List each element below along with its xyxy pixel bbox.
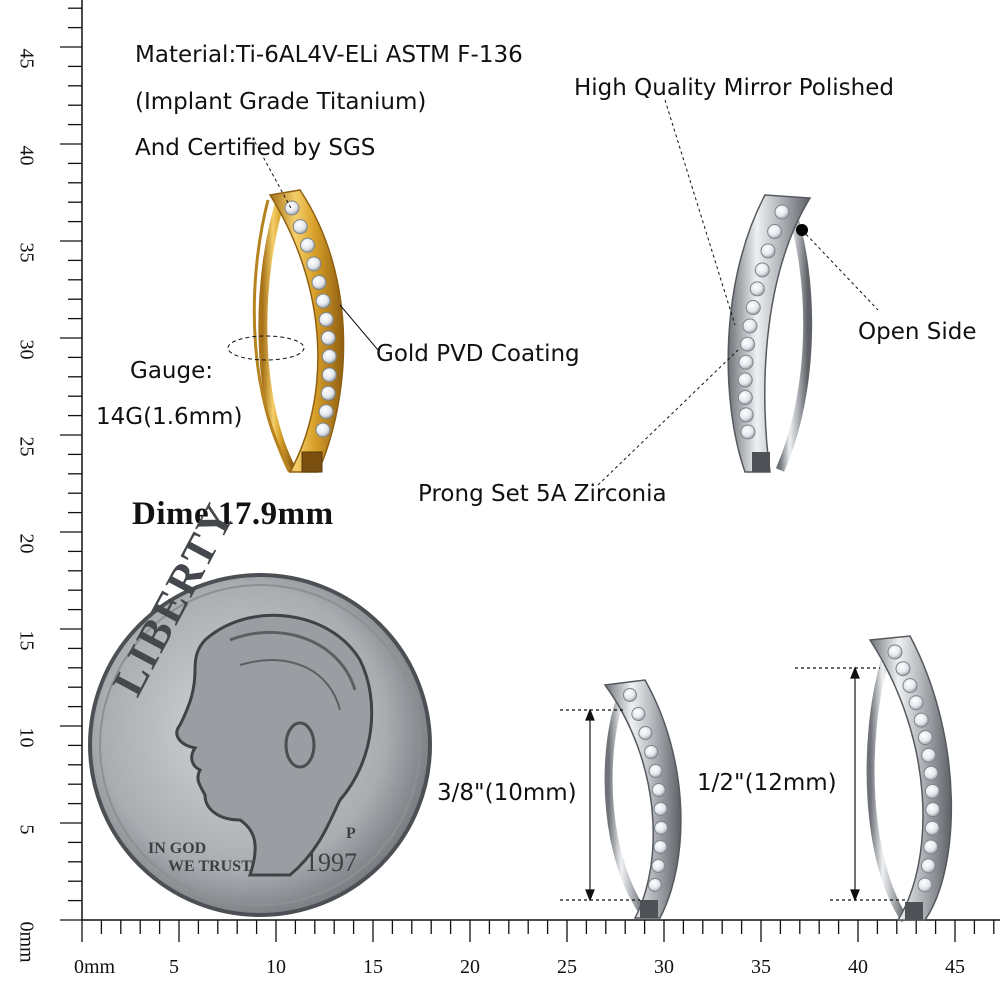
bottom-tick-label: 0mm [74, 956, 116, 978]
left-tick-label: 25 [15, 436, 38, 457]
left-ruler [60, 0, 83, 921]
silver-belly-ring-open [727, 194, 813, 473]
size-small-label: 3/8"(10mm) [437, 780, 577, 806]
gold-belly-ring [252, 189, 345, 473]
silver-belly-ring-10mm [603, 679, 682, 919]
bottom-tick-label: 5 [169, 956, 179, 978]
leader-lines [227, 99, 879, 486]
zirconia-label: Prong Set 5A Zirconia [418, 481, 667, 507]
left-tick-label: 45 [15, 48, 38, 69]
left-tick-label: 0mm [15, 921, 38, 963]
bottom-tick-label: 15 [363, 956, 383, 978]
open-side-label: Open Side [858, 319, 977, 345]
left-tick-label: 20 [15, 533, 38, 554]
gold-coating-label: Gold PVD Coating [376, 341, 580, 367]
bottom-tick-label: 20 [460, 956, 480, 978]
material-line-2: (Implant Grade Titanium) [135, 89, 427, 115]
left-tick-label: 10 [15, 727, 38, 748]
left-tick-label: 5 [15, 824, 38, 835]
silver-belly-ring-12mm [866, 635, 953, 923]
bottom-tick-label: 35 [751, 956, 771, 978]
bottom-tick-label: 45 [945, 956, 965, 978]
material-line-1: Material:Ti-6AL4V-ELi ASTM F-136 [135, 42, 523, 68]
bottom-tick-label: 40 [848, 956, 868, 978]
bottom-ruler [81, 919, 1000, 942]
gauge-label: Gauge: [130, 358, 213, 384]
bottom-tick-label: 30 [654, 956, 674, 978]
coin-motto-2: WE TRUST [168, 858, 252, 875]
dime-size-title: Dime 17.9mm [132, 496, 334, 532]
coin-year: 1997 [305, 848, 357, 877]
left-tick-label: 30 [15, 339, 38, 360]
dimension-lines [560, 666, 905, 902]
coin-mint-mark: P [346, 825, 356, 842]
mirror-polished-label: High Quality Mirror Polished [574, 75, 894, 101]
gauge-value: 14G(1.6mm) [96, 404, 243, 430]
dime-coin [88, 573, 432, 917]
coin-motto-1: IN GOD [148, 840, 207, 857]
bottom-tick-label: 10 [266, 956, 286, 978]
size-large-label: 1/2"(12mm) [697, 770, 837, 796]
material-line-3: And Certified by SGS [135, 135, 376, 161]
left-tick-label: 15 [15, 630, 38, 651]
left-tick-label: 35 [15, 242, 38, 263]
left-tick-label: 40 [15, 145, 38, 166]
bottom-tick-label: 25 [557, 956, 577, 978]
